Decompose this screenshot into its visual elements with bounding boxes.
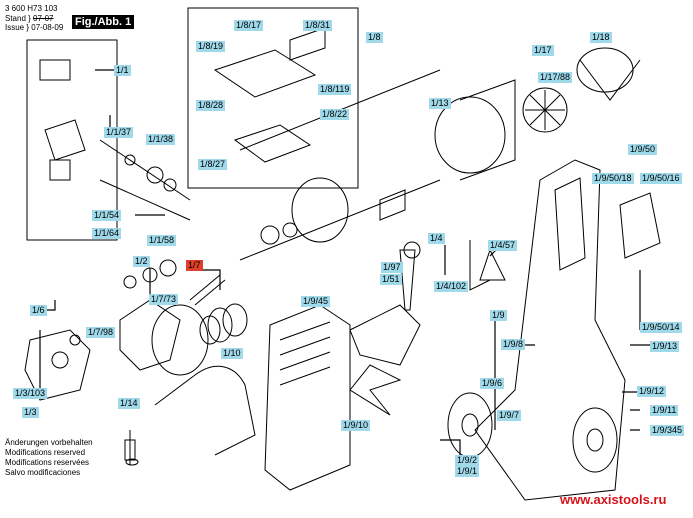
part-label: 1/9/6 <box>480 378 505 389</box>
part-label: 1/14 <box>118 398 140 409</box>
part-label: 1/8/27 <box>198 159 228 170</box>
part-label: 1/9/50 <box>628 144 658 155</box>
part-label: 1/1/58 <box>147 235 177 246</box>
part-label: 1/9/50/16 <box>640 173 682 184</box>
part-label: 1/8/22 <box>320 109 350 120</box>
part-label: 1/1/64 <box>92 228 122 239</box>
part-label: 1/17 <box>532 45 554 56</box>
note-line: Modifications reserved <box>5 448 86 457</box>
note-line: Modifications reservées <box>5 458 90 467</box>
note-line: Änderungen vorbehalten <box>5 438 93 447</box>
switch-box-drawing <box>187 7 359 189</box>
part-label: 1/10 <box>221 348 243 359</box>
hose-and-cord-drawing <box>124 365 256 466</box>
part-label: 1/51 <box>380 274 402 285</box>
part-label: 1/9/345 <box>650 425 685 436</box>
part-label: 1/3/103 <box>13 388 48 399</box>
part-label: 1/7/98 <box>86 327 116 338</box>
part-label: 1/9/11 <box>650 405 679 416</box>
part-label: 1/8/31 <box>303 20 333 31</box>
part-label: 1/1/54 <box>92 210 122 221</box>
part-label: 1/9/12 <box>637 386 667 397</box>
part-label: 1/9/1 <box>455 466 480 477</box>
part-label: 1/6 <box>30 305 47 316</box>
part-label: 1/1 <box>114 65 131 76</box>
part-label: 1/9/13 <box>650 341 680 352</box>
part-label: 1/18 <box>590 32 612 43</box>
issue-label: Issue } 07-08-09 <box>5 23 64 32</box>
part-label: 1/7 <box>186 260 203 271</box>
note-line: Salvo modificaciones <box>5 468 81 477</box>
part-label: 1/1/38 <box>146 134 176 145</box>
part-label: 1/2 <box>133 256 150 267</box>
part-label: 1/3 <box>22 407 39 418</box>
doc-number: 3 600 H73 103 <box>5 4 58 13</box>
part-label: 1/9 <box>490 310 507 321</box>
stand-label: Stand } 07-07 <box>5 14 54 23</box>
part-label: 1/9/7 <box>497 410 522 421</box>
part-label: 1/8/19 <box>196 41 226 52</box>
part-label: 1/8/119 <box>318 84 352 95</box>
motor-drawing <box>239 69 516 261</box>
pump-assembly-drawing <box>24 39 248 401</box>
part-label: 1/7/73 <box>149 294 179 305</box>
issue-value: 07-08-09 <box>31 23 64 32</box>
part-label: 1/9/10 <box>341 420 371 431</box>
part-label: 1/9/2 <box>455 455 480 466</box>
part-label: 1/13 <box>429 98 451 109</box>
part-label: 1/97 <box>381 262 403 273</box>
part-label: 1/9/8 <box>501 339 526 350</box>
part-label: 1/9/45 <box>301 296 331 307</box>
housing-drawing <box>264 159 661 501</box>
part-label: 1/9/50/18 <box>592 173 634 184</box>
fan-and-filter-drawing <box>522 47 641 133</box>
part-label: 1/4/102 <box>434 281 469 292</box>
part-label: 1/17/88 <box>538 72 573 83</box>
modifications-note: Änderungen vorbehalten Modifications res… <box>5 438 93 478</box>
part-label: 1/8 <box>366 32 383 43</box>
figure-title: Fig./Abb. 1 <box>72 15 135 29</box>
part-label: 1/4 <box>428 233 445 244</box>
part-label: 1/4/57 <box>488 240 518 251</box>
part-label: 1/1/37 <box>104 127 134 138</box>
part-label: 1/9/50/14 <box>640 322 682 333</box>
part-label: 1/8/28 <box>196 100 226 111</box>
stand-value: 07-07 <box>33 14 54 23</box>
watermark-url[interactable]: www.axistools.ru <box>560 492 667 507</box>
part-label: 1/8/17 <box>234 20 264 31</box>
